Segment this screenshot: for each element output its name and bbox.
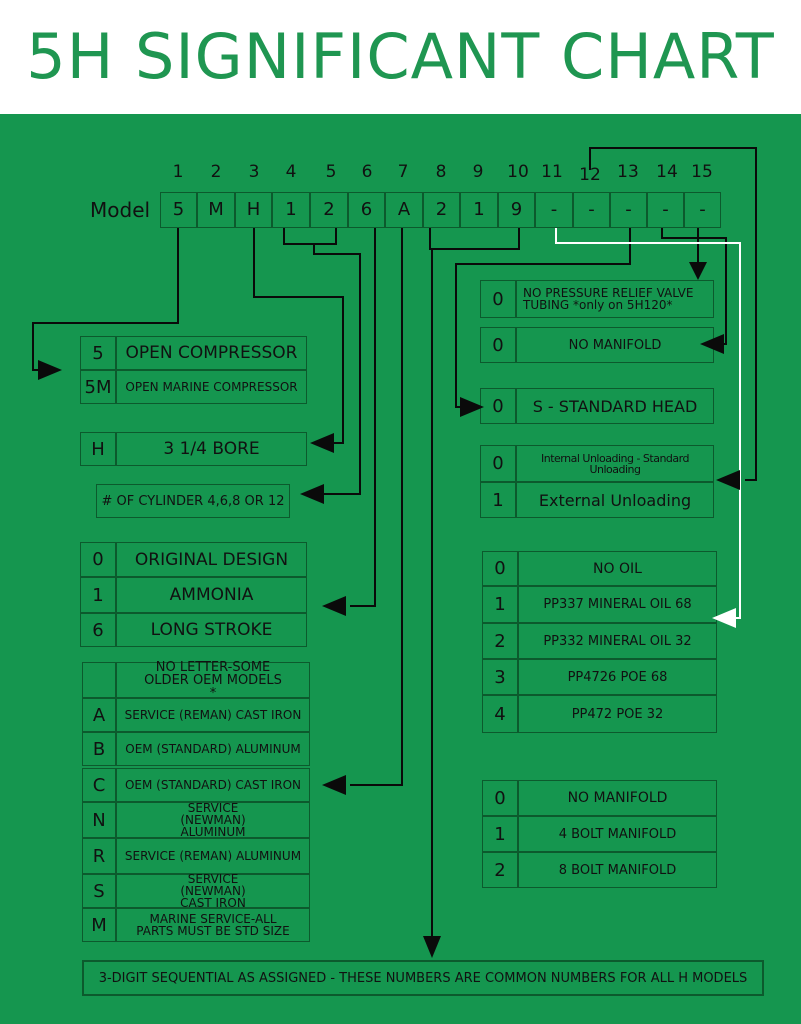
design-code: 1 xyxy=(80,577,116,613)
material-code: N xyxy=(82,802,116,838)
oil-code: 2 xyxy=(482,623,518,659)
model-char: 6 xyxy=(348,192,385,228)
position-number: 6 xyxy=(361,162,373,182)
material-code: C xyxy=(82,768,116,802)
material-code: B xyxy=(82,732,116,766)
manifold-label: 8 BOLT MANIFOLD xyxy=(518,852,717,888)
relief-code: 0 xyxy=(480,280,516,318)
position-number: 1 xyxy=(172,162,184,182)
position-number: 15 xyxy=(691,162,713,182)
footer-note: 3-DIGIT SEQUENTIAL AS ASSIGNED - THESE N… xyxy=(82,960,764,996)
material-label: SERVICE (NEWMAN) ALUMINUM xyxy=(116,802,310,838)
material-code: M xyxy=(82,908,116,942)
design-code: 0 xyxy=(80,542,116,577)
model-char: 1 xyxy=(460,192,498,228)
position-number: 3 xyxy=(248,162,260,182)
manifold-code: 1 xyxy=(482,816,518,852)
material-label: OEM (STANDARD) CAST IRON xyxy=(116,768,310,802)
material-label: SERVICE (REMAN) CAST IRON xyxy=(116,698,310,732)
relief-label: NO PRESSURE RELIEF VALVE TUBING *only on… xyxy=(516,280,714,318)
model-char: 2 xyxy=(310,192,348,228)
oil-code: 4 xyxy=(482,695,518,733)
model-char: M xyxy=(197,192,235,228)
position-number: 7 xyxy=(397,162,409,182)
material-label: SERVICE (REMAN) ALUMINUM xyxy=(116,838,310,874)
position-number: 4 xyxy=(285,162,297,182)
oil-label: NO OIL xyxy=(518,551,717,586)
model-char: - xyxy=(610,192,647,228)
material-label: OEM (STANDARD) ALUMINUM xyxy=(116,732,310,766)
manifold-code: 0 xyxy=(482,780,518,816)
position-number: 11 xyxy=(541,162,563,182)
position-number: 5 xyxy=(325,162,337,182)
model-char: - xyxy=(573,192,610,228)
position-number: 8 xyxy=(435,162,447,182)
model-char: - xyxy=(535,192,573,228)
position-number: 9 xyxy=(472,162,484,182)
position-number: 2 xyxy=(210,162,222,182)
oil-label: PP4726 POE 68 xyxy=(518,659,717,695)
design-label: AMMONIA xyxy=(116,577,307,613)
design-code: 6 xyxy=(80,613,116,647)
unloading-code: 0 xyxy=(480,445,516,482)
model-char: 1 xyxy=(272,192,310,228)
model-char: - xyxy=(647,192,684,228)
manifold-top-code: 0 xyxy=(480,327,516,363)
oil-code: 3 xyxy=(482,659,518,695)
oil-code: 0 xyxy=(482,551,518,586)
oil-code: 1 xyxy=(482,586,518,623)
manifold-label: NO MANIFOLD xyxy=(518,780,717,816)
model-char: 9 xyxy=(498,192,535,228)
oil-label: PP332 MINERAL OIL 32 xyxy=(518,623,717,659)
type-code: 5M xyxy=(80,370,116,404)
material-code: S xyxy=(82,874,116,908)
material-label: NO LETTER-SOME OLDER OEM MODELS * xyxy=(116,661,310,700)
manifold-label: 4 BOLT MANIFOLD xyxy=(518,816,717,852)
cylinders-label: # OF CYLINDER 4,6,8 OR 12 xyxy=(96,484,290,518)
oil-label: PP337 MINERAL OIL 68 xyxy=(518,586,717,623)
unloading-label: Internal Unloading - Standard Unloading xyxy=(516,445,714,482)
position-number: 10 xyxy=(507,162,529,182)
position-number: 13 xyxy=(617,162,639,182)
model-char: - xyxy=(684,192,721,228)
material-label: SERVICE (NEWMAN) CAST IRON xyxy=(116,873,310,909)
bore-label: 3 1/4 BORE xyxy=(116,432,307,466)
material-code xyxy=(82,662,116,698)
manifold-code: 2 xyxy=(482,852,518,888)
material-label: MARINE SERVICE-ALL PARTS MUST BE STD SIZ… xyxy=(116,908,310,942)
oil-label: PP472 POE 32 xyxy=(518,695,717,733)
type-label: OPEN MARINE COMPRESSOR xyxy=(116,370,307,404)
position-number: 14 xyxy=(656,162,678,182)
unloading-label: External Unloading xyxy=(516,482,714,518)
design-label: ORIGINAL DESIGN xyxy=(116,542,307,577)
model-label: Model xyxy=(90,198,151,222)
type-label: OPEN COMPRESSOR xyxy=(116,336,307,370)
position-number: 12 xyxy=(579,165,601,185)
model-char: H xyxy=(235,192,272,228)
model-char: A xyxy=(385,192,423,228)
bore-code: H xyxy=(80,432,116,466)
material-code: A xyxy=(82,698,116,732)
head-label: S - STANDARD HEAD xyxy=(516,388,714,424)
type-code: 5 xyxy=(80,336,116,370)
design-label: LONG STROKE xyxy=(116,613,307,647)
page-title: 5H SIGNIFICANT CHART xyxy=(0,0,801,114)
model-char: 5 xyxy=(160,192,197,228)
chart-panel xyxy=(0,114,801,1024)
model-char: 2 xyxy=(423,192,460,228)
material-code: R xyxy=(82,838,116,874)
unloading-code: 1 xyxy=(480,482,516,518)
